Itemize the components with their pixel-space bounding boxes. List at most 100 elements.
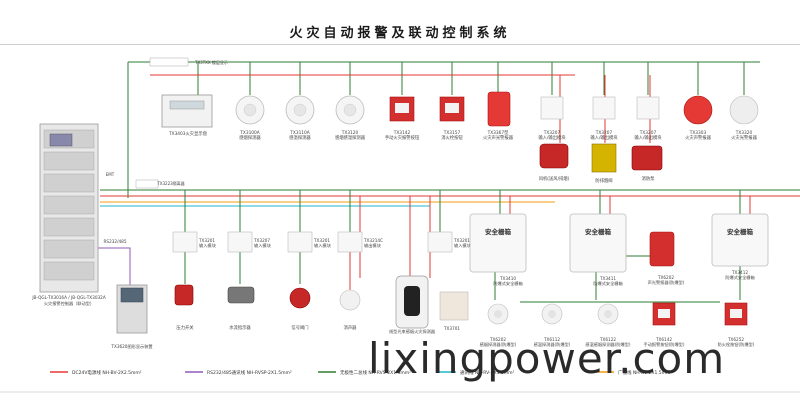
legend-label: DC24V电源线 NH-BV-2X2.5mm²: [72, 369, 142, 376]
flow-indicator-icon: [227, 286, 255, 304]
io-module-icon: [636, 96, 660, 120]
isolator-label: TX3223隔离器: [156, 180, 184, 186]
device-label: TX3157: [443, 130, 461, 136]
call-point-glass: [445, 103, 459, 113]
box-tag: 防爆式安全栅箱: [593, 280, 622, 287]
ex-device-label: 防火栓按钮(防爆型): [718, 341, 755, 348]
ex-device-label: TX6252: [727, 337, 744, 342]
safety-box-title: 安全栅箱: [727, 227, 754, 236]
device-label: 火灾声警报器: [685, 134, 711, 141]
field-device-label: 防排烟阀: [595, 177, 612, 184]
ex-device-label: 感温感烟探测器(防爆型): [585, 341, 631, 348]
muffler-icon: [339, 289, 361, 311]
safety-box-title: 安全栅箱: [485, 227, 512, 236]
legend-label: 无极性二总线 NH-RVS-2X1.5mm²: [340, 369, 411, 376]
legend-label: RS232/485通讯线 NH-RVSP-2X1.5mm²: [207, 369, 292, 376]
top-bus-tag: [149, 57, 189, 67]
damper-icon: [591, 143, 617, 173]
terminal-screen: [120, 287, 144, 303]
ex-device-label: 感烟探测器(防爆型): [480, 341, 517, 348]
device-label: TX3142: [393, 130, 411, 136]
beam-detector-lens: [404, 286, 420, 316]
display-screen: [169, 100, 205, 110]
module-device-label: 压力开关: [176, 324, 194, 331]
cabinet-panel: [43, 261, 95, 281]
box-tag: 防爆式安全栅箱: [725, 274, 754, 281]
ex-call-glass: [658, 309, 670, 318]
legend-label: 广播线 NH-BV-2X1.5mm²: [618, 369, 672, 376]
rs232-label: RS232/485: [104, 239, 127, 244]
module-label: TX3214C: [363, 238, 383, 243]
watermark-text: lixingpower.com: [368, 334, 726, 383]
ex-device-label: TX6122: [599, 337, 616, 342]
ex-detector-center: [548, 310, 556, 318]
device-label: TX3207: [595, 130, 613, 136]
controller-label: JB-QGL-TX3016A / JB-QGL-TX3032A: [31, 295, 106, 300]
device-label: TX3367型: [487, 129, 510, 136]
module-label: TX3207: [253, 238, 270, 243]
box-tag: TX3410: [499, 276, 516, 281]
device-label: TX3403火灾显示盘: [168, 130, 208, 137]
signal-valve-icon: [289, 287, 311, 309]
device-label: 手动火灾报警按钮: [385, 134, 420, 141]
field-device-label: 消防泵: [642, 175, 656, 182]
cabinet-panel: [43, 173, 95, 193]
device-label: 输入/输出模块: [590, 134, 618, 141]
cabinet-panel: [43, 195, 95, 215]
module-label: 输入模块: [199, 242, 217, 249]
detector-center: [243, 103, 257, 117]
ex-device-label: TX6202: [489, 337, 506, 342]
module-device-label: 消声器: [344, 324, 358, 331]
device-label: 火灾光警报器: [731, 134, 757, 141]
pressure-switch-icon: [174, 284, 194, 306]
pump-icon: [631, 145, 663, 171]
device-label: 输入/输出模块: [538, 134, 566, 141]
sounder-beacon-icon: [487, 91, 511, 127]
ex-detector-center: [604, 310, 612, 318]
device-label: TX3207: [639, 130, 657, 136]
reflector-icon: [439, 291, 469, 321]
page-title: 火灾自动报警及联动控制系统: [289, 26, 511, 41]
module-icon: [172, 231, 198, 253]
cabinet-panel: [43, 239, 95, 259]
legend-label: 通讯线 NH-RV-2X1.5mm²: [460, 369, 514, 376]
box-tag: TX3411: [599, 276, 616, 281]
module-label: 输入模块: [454, 242, 472, 249]
device-label: TX3207: [543, 130, 561, 136]
module-icon: [337, 231, 363, 253]
beam-label: 线型光束感烟火灾探测器: [389, 328, 436, 335]
device-label: 消火栓按钮: [441, 134, 463, 141]
device-label: TX3303: [689, 130, 707, 136]
module-label: 输出模块: [364, 242, 382, 249]
device-label: TX3110A: [289, 130, 310, 136]
ex-detector-center: [494, 310, 502, 318]
module-icon: [227, 231, 253, 253]
safety-box: [711, 213, 769, 267]
svg-text:EMT: EMT: [106, 172, 115, 177]
box-tag: TX3412: [731, 270, 748, 275]
device-label: 感烟探测器: [239, 134, 261, 141]
io-module-icon: [540, 96, 564, 120]
device-label: 输入/输出模块: [634, 134, 662, 141]
title-divider: [0, 44, 800, 45]
device-label: TX3120: [341, 130, 359, 136]
ex-device-label: TX6142: [655, 337, 672, 342]
controller-label: 火灾报警控制器（联动型）: [44, 300, 94, 307]
detector-center: [343, 103, 357, 117]
ex-device-label: 手动报警按钮(防爆型): [644, 341, 685, 348]
isolator-tag: [135, 179, 159, 189]
ex-call-glass: [730, 309, 742, 318]
module-icon: [427, 231, 453, 253]
module-device-label: 信号阀门: [291, 324, 308, 331]
module-device-label: 水流指示器: [229, 324, 251, 331]
detector-center: [293, 103, 307, 117]
device-label: 火灾声光警报器: [483, 134, 514, 141]
safety-box-title: 安全栅箱: [585, 227, 612, 236]
terminal-label: TX3620图形显示装置: [110, 343, 152, 350]
ex-alarm-icon: [649, 231, 675, 267]
device-label: 感温探测器: [289, 134, 311, 141]
module-label: TX3201: [313, 238, 330, 243]
call-point-glass: [395, 103, 409, 113]
